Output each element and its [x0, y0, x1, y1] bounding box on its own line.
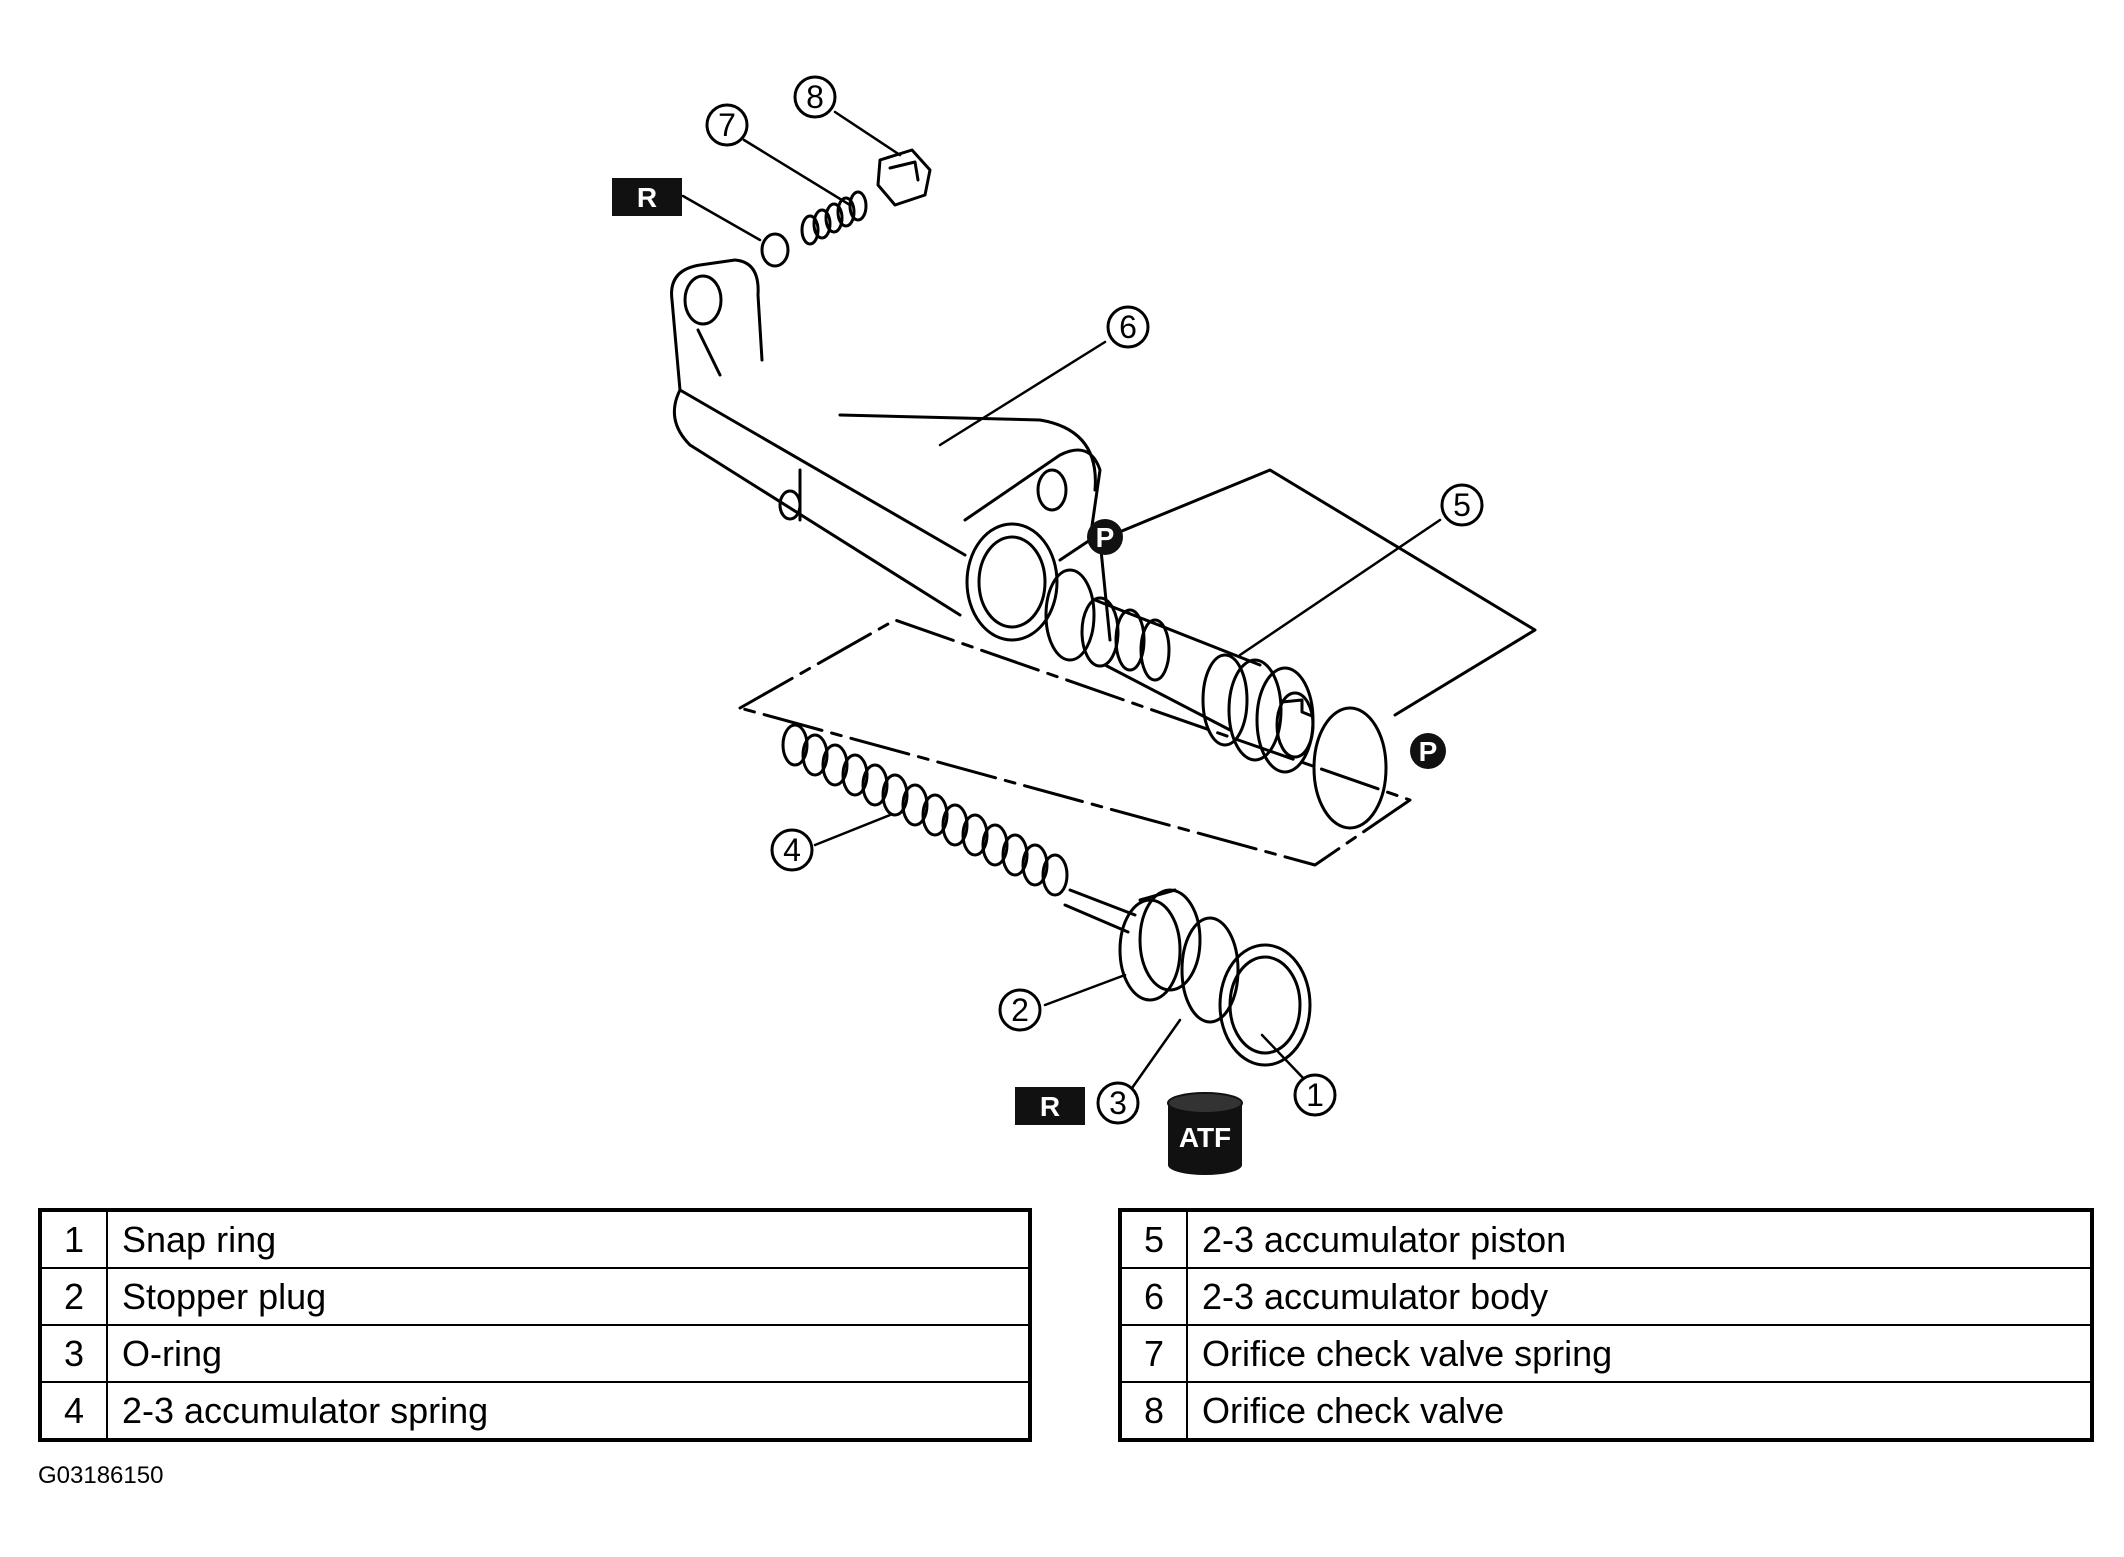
part-number: 4	[39, 1381, 108, 1441]
petroleum-jelly-badge-2-label: P	[1419, 736, 1438, 767]
table-row: 2 Stopper plug	[39, 1267, 1031, 1326]
part-name: Stopper plug	[106, 1267, 1031, 1326]
accumulator-body	[670, 258, 1102, 642]
check-valve-spring	[800, 190, 868, 246]
atf-can-label: ATF	[1179, 1122, 1231, 1153]
callout-4-label: 4	[783, 832, 801, 868]
callout-8: 8	[793, 75, 837, 119]
check-valve-o-ring	[760, 232, 790, 268]
callout-1-label: 1	[1306, 1077, 1324, 1113]
petroleum-jelly-badge-1: P	[1087, 519, 1123, 555]
figure-id: G03186150	[38, 1462, 164, 1489]
callout-5-label: 5	[1453, 487, 1471, 523]
replace-badge-top-label: R	[637, 182, 657, 213]
part-number: 5	[1119, 1209, 1188, 1269]
part-number: 6	[1119, 1267, 1188, 1326]
callout-6-label: 6	[1119, 309, 1137, 345]
parts-table-left: 1 Snap ring 2 Stopper plug 3 O-ring 4 2-…	[38, 1208, 1032, 1442]
snap-ring	[1218, 943, 1312, 1067]
callout-8-label: 8	[806, 79, 824, 115]
callout-7: 7	[705, 103, 749, 147]
petroleum-jelly-badge-2: P	[1410, 733, 1446, 769]
part-number: 3	[39, 1324, 108, 1383]
part-name: 2-3 accumulator body	[1186, 1267, 2093, 1326]
callout-7-label: 7	[718, 107, 736, 143]
exploded-view-diagram: 1 2 3 4 5 6 7 8 R R P P	[612, 75, 1537, 1175]
table-row: 3 O-ring	[39, 1324, 1031, 1383]
table-row: 5 2-3 accumulator piston	[1119, 1209, 2093, 1269]
table-row: 1 Snap ring	[39, 1209, 1031, 1269]
part-name: O-ring	[106, 1324, 1031, 1383]
stopper-o-ring	[1180, 916, 1240, 1024]
callout-3-label: 3	[1109, 1085, 1127, 1121]
callout-2-label: 2	[1011, 992, 1029, 1028]
part-number: 8	[1119, 1381, 1188, 1441]
table-row: 6 2-3 accumulator body	[1119, 1267, 2093, 1326]
part-number: 2	[39, 1267, 108, 1326]
part-number: 7	[1119, 1324, 1188, 1383]
replace-badge-top: R	[612, 178, 682, 216]
table-row: 7 Orifice check valve spring	[1119, 1324, 2093, 1383]
part-name: Orifice check valve spring	[1186, 1324, 2093, 1383]
orifice-check-valve	[876, 148, 932, 207]
parts-table-right: 5 2-3 accumulator piston 6 2-3 accumulat…	[1118, 1208, 2094, 1442]
part-name: Snap ring	[106, 1209, 1031, 1269]
piston-o-ring	[1044, 568, 1096, 662]
table-row: 8 Orifice check valve	[1119, 1381, 2093, 1441]
table-row: 4 2-3 accumulator spring	[39, 1381, 1031, 1441]
callout-1: 1	[1293, 1073, 1337, 1117]
callout-2: 2	[998, 988, 1042, 1032]
spring-group-bracket	[738, 618, 1412, 867]
part-name: 2-3 accumulator piston	[1186, 1209, 2093, 1269]
accumulator-spring	[781, 723, 1069, 897]
callout-4: 4	[770, 828, 814, 872]
accumulator-piston	[1080, 596, 1315, 774]
part-name: 2-3 accumulator spring	[106, 1381, 1031, 1441]
atf-can-icon: ATF	[1167, 1092, 1243, 1175]
stopper-plug	[1063, 888, 1202, 1002]
piston-group-bracket	[1098, 468, 1537, 717]
leader-lines	[681, 110, 1442, 1100]
petroleum-jelly-badge-1-label: P	[1096, 522, 1115, 553]
callout-6: 6	[1106, 305, 1150, 349]
callout-3: 3	[1096, 1081, 1140, 1125]
replace-badge-bottom: R	[1015, 1087, 1085, 1125]
part-name: Orifice check valve	[1186, 1381, 2093, 1441]
callout-5: 5	[1440, 483, 1484, 527]
piston-seal-ring	[1312, 706, 1388, 830]
part-number: 1	[39, 1209, 108, 1269]
replace-badge-bottom-label: R	[1040, 1091, 1060, 1122]
